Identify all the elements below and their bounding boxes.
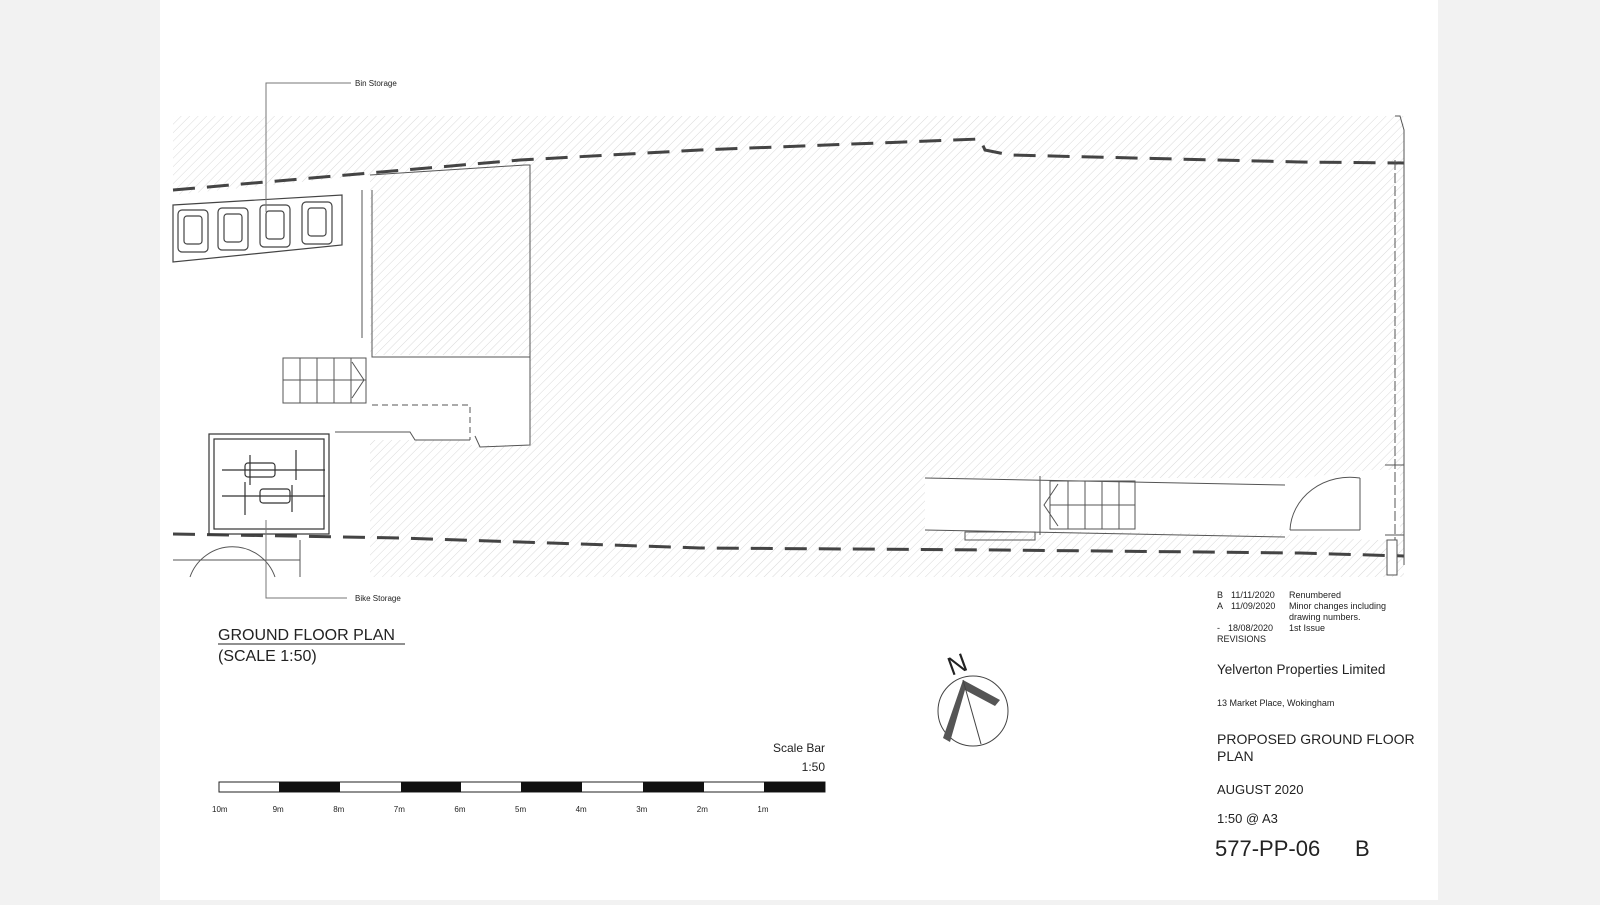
drawing-revision: B bbox=[1355, 836, 1370, 861]
drawing-title-line1: PROPOSED GROUND FLOOR bbox=[1217, 731, 1415, 747]
revisions-table: B 11/11/2020 Renumbered A 11/09/2020 Min… bbox=[1217, 590, 1386, 644]
bin-storage-label: Bin Storage bbox=[355, 79, 397, 88]
revision-a-date: 11/09/2020 bbox=[1231, 601, 1275, 611]
plan-title: GROUND FLOOR PLAN bbox=[218, 627, 395, 644]
entrance-door bbox=[1289, 476, 1361, 531]
floor-plan-drawing: Bin Storage Bike Storage GROUND FLOOR PL… bbox=[172, 79, 1415, 861]
revision-b-date: 11/11/2020 bbox=[1231, 590, 1275, 600]
revision-a-desc-line2: drawing numbers. bbox=[1289, 612, 1361, 622]
stairs-front bbox=[1039, 476, 1136, 535]
site-address: 13 Market Place, Wokingham bbox=[1217, 698, 1334, 708]
site-hatch-area bbox=[173, 116, 1404, 590]
scale-bar-tick-label: 5m bbox=[515, 805, 526, 814]
scale-bar-ratio: 1:50 bbox=[802, 760, 826, 774]
client-name: Yelverton Properties Limited bbox=[1217, 662, 1385, 677]
adjacent-building-outline bbox=[173, 540, 301, 578]
drawing-title-line2: PLAN bbox=[1217, 748, 1254, 764]
site-boundary bbox=[172, 137, 1405, 558]
revision-initial-letter: - bbox=[1217, 623, 1220, 633]
scale-bar-tick-label: 10m bbox=[212, 805, 228, 814]
drawing-date: AUGUST 2020 bbox=[1217, 782, 1303, 797]
north-label: N bbox=[943, 647, 971, 682]
revision-initial-date: 18/08/2020 bbox=[1228, 623, 1273, 633]
stairs-rear bbox=[282, 357, 367, 404]
building-outline bbox=[335, 115, 1405, 576]
revision-a-desc-line1: Minor changes including bbox=[1289, 601, 1386, 611]
north-arrow: N bbox=[937, 647, 1009, 747]
scale-bar-tick-label: 6m bbox=[454, 805, 465, 814]
revision-b-desc: Renumbered bbox=[1289, 590, 1341, 600]
scale-bar-tick-label: 1m bbox=[757, 805, 768, 814]
scale-bar-tick-label: 4m bbox=[576, 805, 587, 814]
plan-scale-note: (SCALE 1:50) bbox=[218, 648, 317, 665]
title-block: Yelverton Properties Limited 13 Market P… bbox=[1215, 662, 1415, 861]
scale-bar: Scale Bar 1:50 10m 9m 8m 7m 6m 5m 4m 3m 2m 1m bbox=[212, 741, 826, 814]
drawing-number: 577-PP-06 bbox=[1215, 836, 1320, 861]
revision-initial-desc: 1st Issue bbox=[1289, 623, 1325, 633]
revision-a-letter: A bbox=[1217, 601, 1223, 611]
scale-bar-tick-label: 3m bbox=[636, 805, 647, 814]
drawing-sheet: Bin Storage Bike Storage GROUND FLOOR PL… bbox=[160, 0, 1438, 900]
bin-storage-area bbox=[172, 194, 343, 263]
scale-bar-tick-label: 2m bbox=[697, 805, 708, 814]
drawing-scale: 1:50 @ A3 bbox=[1217, 811, 1278, 826]
scale-bar-tick-label: 8m bbox=[333, 805, 344, 814]
revisions-heading: REVISIONS bbox=[1217, 634, 1266, 644]
bike-storage-label: Bike Storage bbox=[355, 594, 401, 603]
scale-bar-title: Scale Bar bbox=[773, 741, 825, 755]
bike-storage-area bbox=[208, 433, 330, 535]
scale-bar-tick-label: 9m bbox=[273, 805, 284, 814]
label-leaders bbox=[265, 82, 351, 599]
scale-bar-ticks: 10m 9m 8m 7m 6m 5m 4m 3m 2m 1m bbox=[212, 805, 769, 814]
revision-b-letter: B bbox=[1217, 590, 1223, 600]
scale-bar-tick-label: 7m bbox=[394, 805, 405, 814]
